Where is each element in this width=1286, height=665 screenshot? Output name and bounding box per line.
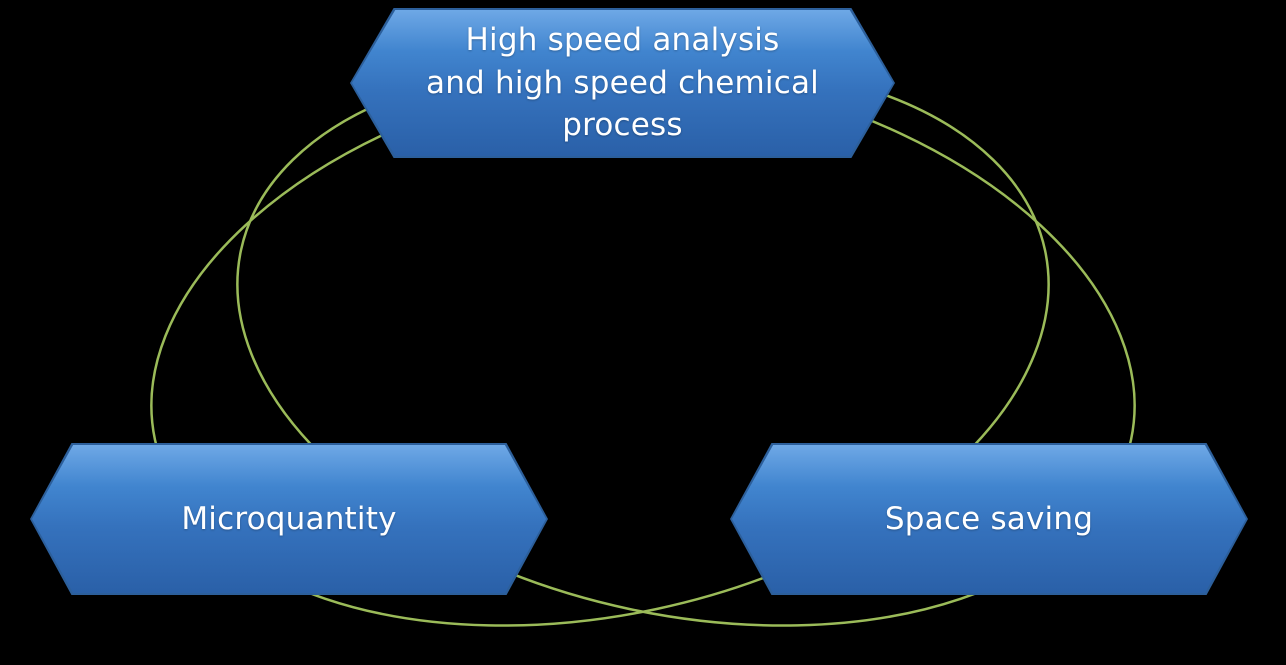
node-high-speed-analysis: High speed analysis and high speed chemi… xyxy=(350,8,895,158)
node-microquantity-fill xyxy=(32,445,546,593)
node-space-saving: Space saving xyxy=(730,443,1248,595)
node-high-speed-analysis-label: High speed analysis and high speed chemi… xyxy=(426,21,819,144)
node-high-speed-analysis-fill xyxy=(352,10,893,156)
node-microquantity-label: Microquantity xyxy=(181,500,397,537)
node-microquantity: Microquantity xyxy=(30,443,548,595)
node-space-saving-fill xyxy=(732,445,1246,593)
node-space-saving-label: Space saving xyxy=(884,500,1094,537)
